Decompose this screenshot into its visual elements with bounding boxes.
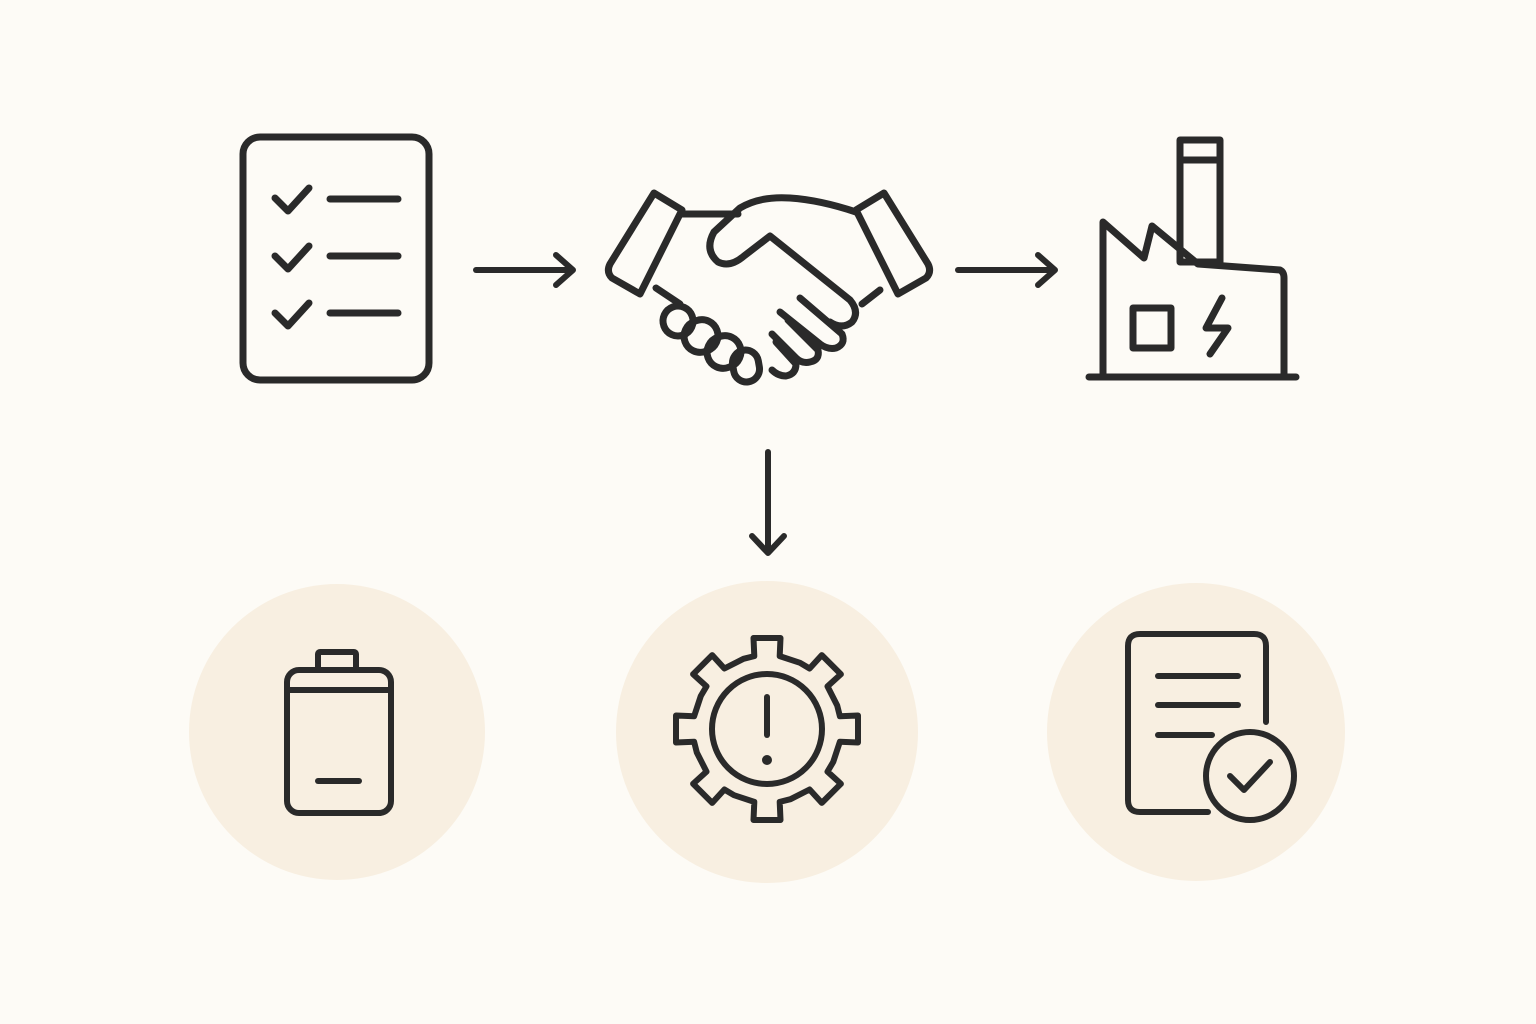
approval-node [1047, 583, 1345, 881]
arrow-agreement-to-factory [955, 252, 1058, 288]
agreement-node [604, 189, 934, 386]
checklist-node [239, 133, 433, 384]
gear-warning-icon [673, 635, 861, 823]
warning-node [616, 581, 918, 883]
battery-circle [189, 584, 485, 880]
factory-node [1085, 136, 1300, 381]
document-check-icon [1125, 631, 1297, 823]
factory-icon [1085, 136, 1300, 381]
checklist-icon [239, 133, 433, 384]
battery-node [189, 584, 485, 880]
arrow-agreement-to-warning [749, 449, 787, 556]
handshake-icon [604, 189, 934, 386]
gear-outline [673, 635, 861, 823]
arrow-checklist-to-agreement [473, 252, 576, 288]
battery-icon [284, 649, 394, 816]
